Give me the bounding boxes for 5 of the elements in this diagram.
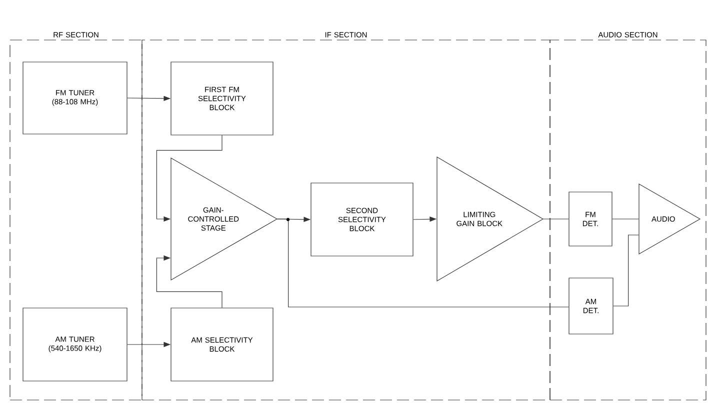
connector [612,218,639,220]
connector [543,218,569,220]
connector [613,234,639,306]
connector [277,218,569,308]
connector [156,255,222,308]
